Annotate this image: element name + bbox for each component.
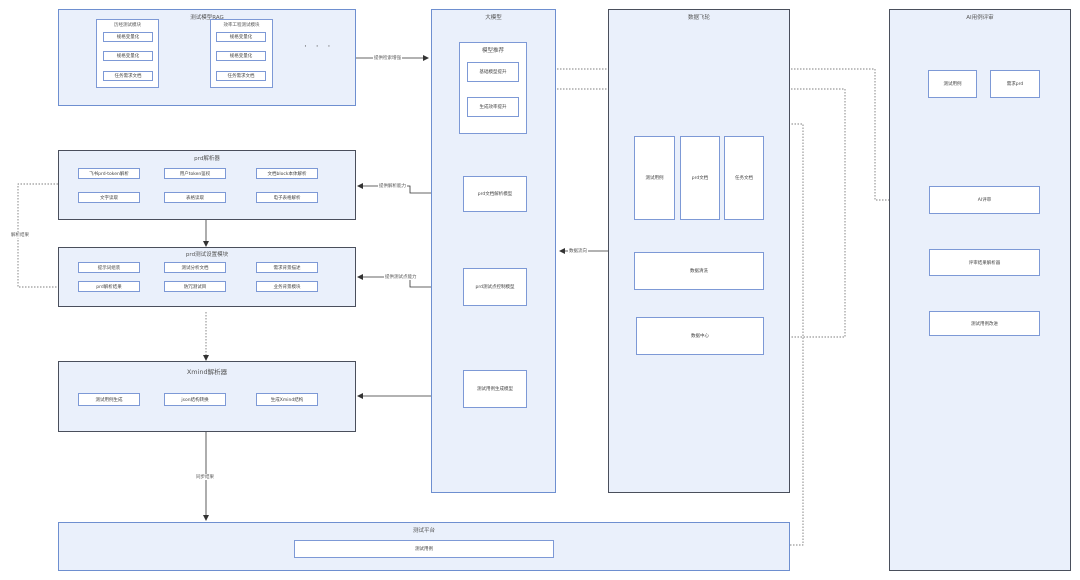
label-test-ability: 提供测试点能力 — [384, 274, 418, 280]
prd-parser-item-4: 文字读取 — [78, 192, 140, 203]
llm-box-case-gen: 测试用例生成模型 — [463, 370, 527, 408]
prd-tester-item-5: 防冗测试目 — [164, 281, 226, 292]
rag-group-1-title: 历经测试模块 — [114, 23, 141, 28]
prd-tester-item-3: 需求背景描述 — [256, 262, 318, 273]
prd-parser-item-2: 用户token鉴权 — [164, 168, 226, 179]
prd-tester-item-2: 测试分析文档 — [164, 262, 226, 273]
label-parse-ability: 提供解析能力 — [378, 183, 407, 189]
ai-title: AI用例评审 — [966, 15, 994, 21]
llm-title: 大模型 — [485, 15, 502, 21]
prd-parser-item-5: 表格读取 — [164, 192, 226, 203]
rag-group-1-item-1: 规格变量化 — [103, 32, 153, 42]
llm-model-group-title: 模型推荐 — [481, 48, 504, 54]
ai-top-2: 需求prd — [990, 70, 1040, 98]
label-sync-result: 同步结果 — [195, 474, 215, 480]
rag-group-2-item-1: 规格变量化 — [216, 32, 266, 42]
data-panel: 数据飞轮 — [608, 9, 790, 493]
prd-parser-panel: prd解析器 — [58, 150, 356, 220]
data-top-2: prd文档 — [680, 136, 720, 220]
label-parse-result: 解析结果 — [10, 232, 30, 238]
rag-group-1-item-3: 任务需求文档 — [103, 71, 153, 81]
prd-tester-item-4: prd解析结果 — [78, 281, 140, 292]
ai-item-parser: 评审结果解析器 — [929, 249, 1040, 276]
llm-box-prd-test: prd测试点控制模型 — [463, 268, 527, 306]
rag-group-2-item-2: 规格变量化 — [216, 51, 266, 61]
rag-group-1-item-2: 规格变量化 — [103, 51, 153, 61]
data-top-1: 测试用例 — [634, 136, 675, 220]
data-center: 数据中心 — [636, 317, 764, 355]
llm-group-item-1: 基础模型提升 — [467, 62, 519, 82]
prd-tester-panel: prd测试设置模块 — [58, 247, 356, 307]
ai-item-review: AI评审 — [929, 186, 1040, 214]
ai-panel: AI用例评审 — [889, 9, 1071, 571]
llm-model-group: 模型推荐 — [459, 42, 527, 134]
rag-panel-title: 测试模型RAG — [190, 15, 224, 21]
prd-parser-title: prd解析器 — [194, 156, 220, 162]
prd-tester-item-6: 业务背景模块 — [256, 281, 318, 292]
ai-top-1: 测试用例 — [928, 70, 977, 98]
label-rag-to-llm: 提供检索增强 — [373, 55, 402, 61]
label-data-flow: 数据流向 — [568, 248, 588, 254]
ai-item-improve: 测试用例改进 — [929, 311, 1040, 336]
prd-tester-item-1: 提示词组装 — [78, 262, 140, 273]
prd-parser-item-1: 飞书prd-token解析 — [78, 168, 140, 179]
xmind-item-2: json结构转换 — [164, 393, 226, 406]
prd-tester-title: prd测试设置模块 — [185, 252, 229, 258]
rag-ellipsis: · · · — [304, 42, 334, 52]
data-clean: 数据清洗 — [634, 252, 764, 290]
platform-title: 测试平台 — [412, 528, 435, 534]
xmind-item-3: 生成Xmind结构 — [256, 393, 318, 406]
data-top-3: 任务文档 — [724, 136, 764, 220]
llm-group-item-2: 生成效率提升 — [467, 97, 519, 117]
platform-item: 测试用例 — [294, 540, 554, 558]
xmind-item-1: 测试用例生成 — [78, 393, 140, 406]
prd-parser-item-3: 文档block本体解析 — [256, 168, 318, 179]
llm-box-prd-parse: prd文档解析模型 — [463, 176, 527, 212]
data-title: 数据飞轮 — [687, 15, 710, 21]
prd-parser-item-6: 电子表格解析 — [256, 192, 318, 203]
xmind-title: Xmind解析器 — [186, 368, 228, 376]
rag-group-2-title: 效率工程测试模块 — [223, 23, 260, 28]
rag-group-2-item-3: 任务需求文档 — [216, 71, 266, 81]
